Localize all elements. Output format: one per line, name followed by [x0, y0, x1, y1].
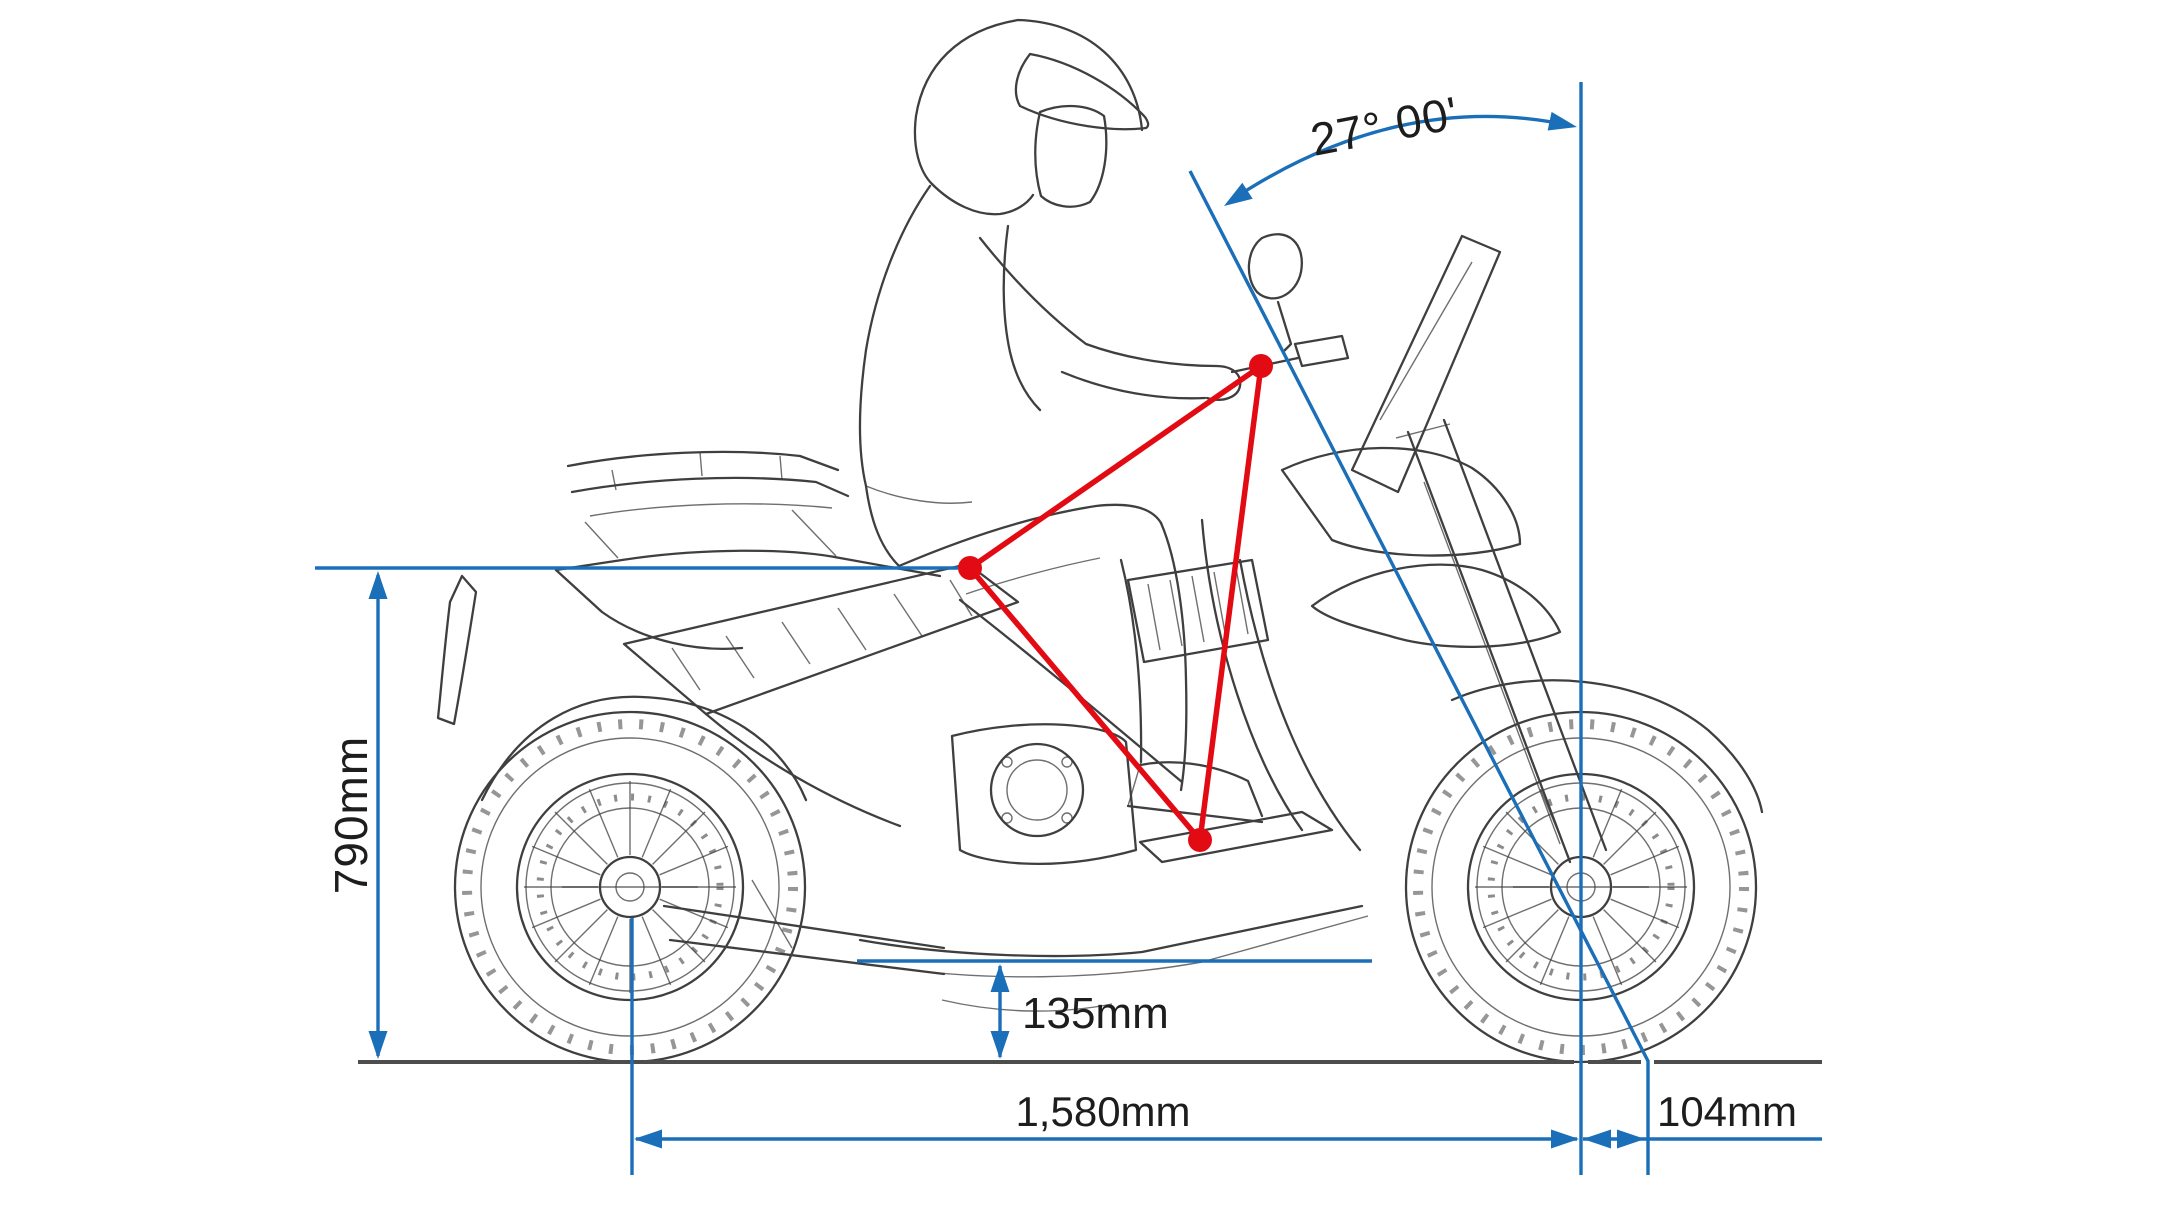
handlebar-point	[1249, 354, 1273, 378]
engine	[950, 723, 1138, 866]
ground-clearance-label: 135mm	[1022, 989, 1169, 1038]
motorcycle-artwork	[358, 18, 1822, 1062]
rear-wheel	[455, 712, 805, 1062]
front-bodywork	[1200, 233, 1522, 852]
underbody	[662, 810, 1369, 1012]
dimension-graphics	[315, 82, 1822, 1175]
steering-axis-line	[1188, 170, 1650, 1175]
radiator-panel	[1126, 558, 1270, 664]
front-fork	[1310, 418, 1764, 864]
wheelbase-dimension	[634, 1129, 1579, 1149]
seat-point	[958, 556, 982, 580]
ergonomic-triangle	[958, 354, 1273, 852]
rear-rack	[566, 450, 850, 559]
caster-angle-arc	[1218, 111, 1579, 214]
wheelbase-label: 1,580mm	[1015, 1088, 1190, 1135]
rider	[858, 18, 1264, 824]
seat-height-label: 790mm	[325, 736, 377, 894]
tail-bodywork	[436, 549, 942, 802]
ground-clearance-dimension	[990, 964, 1010, 1059]
footpeg-point	[1188, 828, 1212, 852]
dimension-labels: 27° 00' 790mm 135mm 1,580mm 104mm	[325, 86, 1797, 1135]
mid-bodywork	[622, 562, 1184, 828]
seat-height-dimension	[368, 571, 388, 1059]
trail-dimension	[1583, 1129, 1822, 1149]
caster-angle-label: 27° 00'	[1306, 86, 1462, 166]
trail-label: 104mm	[1657, 1088, 1797, 1135]
